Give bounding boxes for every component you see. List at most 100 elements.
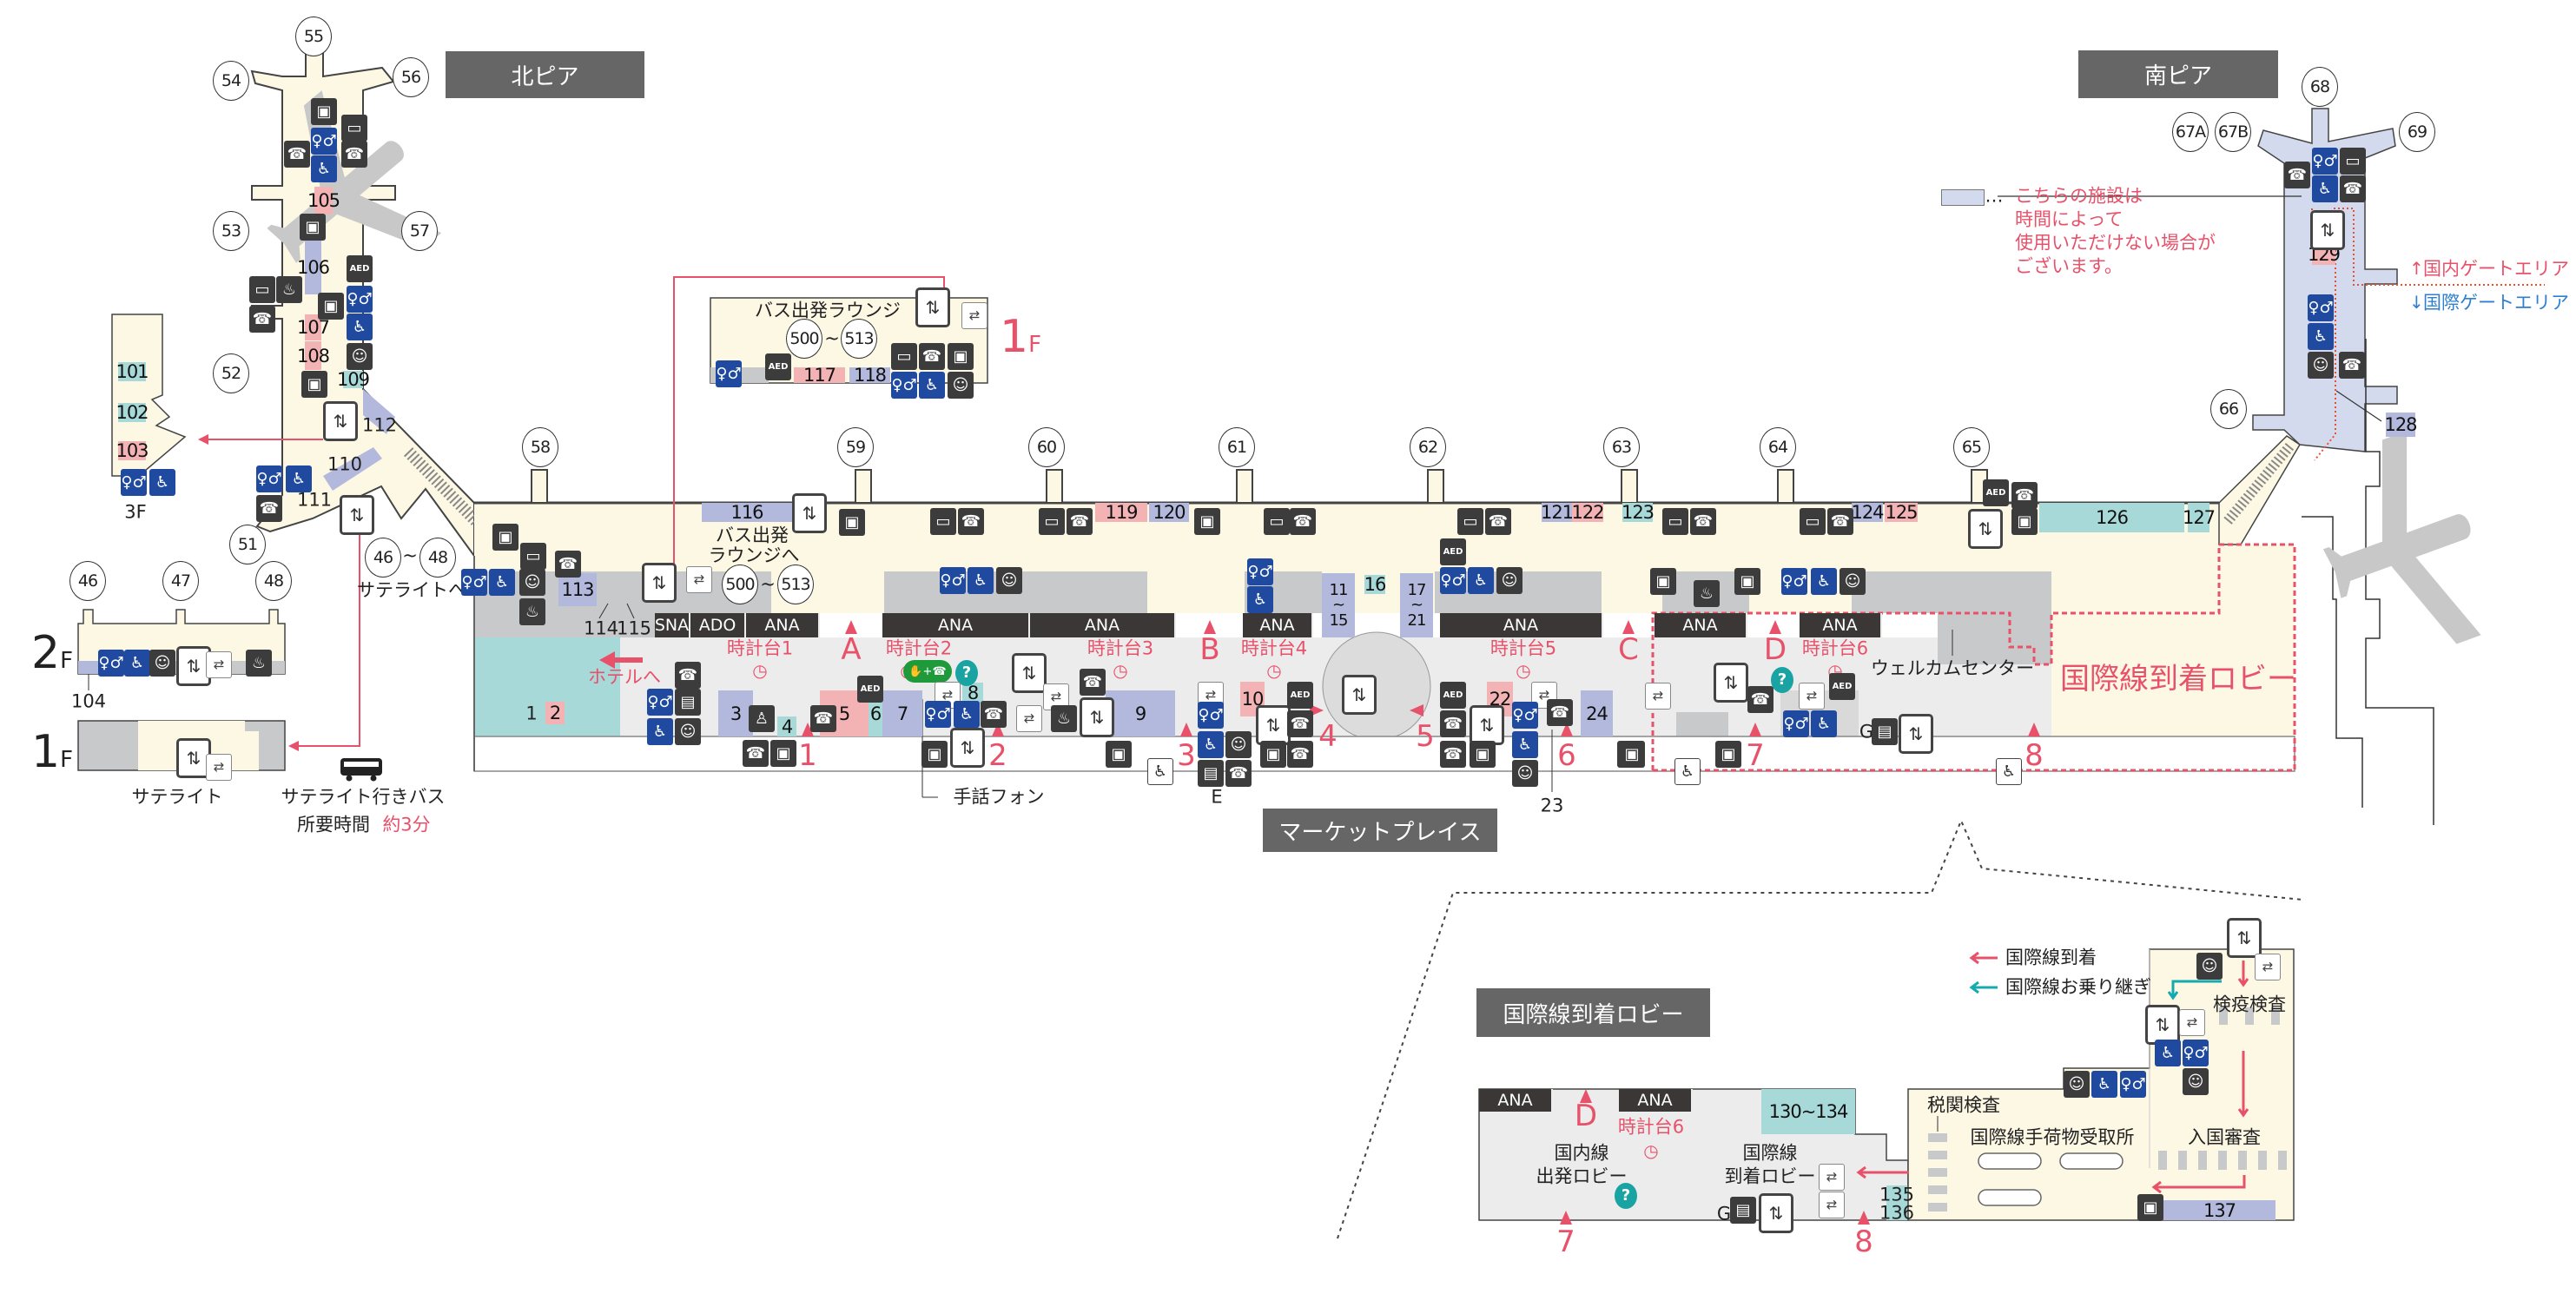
elevator-icon[interactable]: ⇅ bbox=[1968, 509, 2003, 549]
baggage-cart-icon[interactable]: ▣ bbox=[1619, 741, 1645, 768]
toilet-icon[interactable]: ♀♂ bbox=[2120, 1071, 2146, 1098]
phone-icon[interactable]: ☎ bbox=[1485, 508, 1511, 535]
phone-icon[interactable]: ☎ bbox=[1067, 508, 1093, 535]
phone-icon[interactable]: ☎ bbox=[555, 551, 581, 578]
info-icon[interactable]: ? bbox=[1771, 667, 1793, 693]
gate-g57[interactable]: 57 bbox=[401, 211, 438, 251]
gate-s47[interactable]: 47 bbox=[162, 561, 199, 601]
gate-g69[interactable]: 69 bbox=[2399, 112, 2435, 152]
wheelchair-toilet-icon[interactable]: ♿ bbox=[2308, 323, 2334, 350]
baggage-cart-icon[interactable]: ▣ bbox=[1470, 741, 1496, 768]
phone-icon[interactable]: ☎ bbox=[1827, 508, 1853, 535]
airline-counter-ana[interactable]: ANA bbox=[1479, 1089, 1553, 1112]
gate-g67a[interactable]: 67A bbox=[2172, 112, 2209, 152]
aed-icon[interactable]: AED bbox=[1287, 682, 1313, 709]
gate-g53[interactable]: 53 bbox=[213, 211, 249, 251]
baggage-cart-icon[interactable]: ▣ bbox=[1650, 568, 1676, 595]
phone-icon[interactable]: ☎ bbox=[2011, 482, 2038, 509]
wheelchair-toilet-icon[interactable]: ♿ bbox=[1247, 586, 1273, 613]
accessible-entrance-icon[interactable]: ♿ bbox=[1996, 758, 2022, 785]
toilet-icon[interactable]: ♀♂ bbox=[1440, 567, 1466, 594]
smoking-room-icon[interactable]: ♨ bbox=[1051, 705, 1077, 732]
smoking-room-icon[interactable]: ♨ bbox=[246, 650, 272, 677]
escalator-icon[interactable]: ⇄ bbox=[961, 302, 987, 329]
sign-language-phone-icon[interactable]: ✋+☎ bbox=[903, 660, 952, 683]
elevator-icon[interactable]: ⇅ bbox=[1080, 697, 1114, 737]
phone-icon[interactable]: ☎ bbox=[284, 141, 310, 168]
phone-icon[interactable]: ☎ bbox=[1225, 760, 1252, 787]
baggage-cart-icon[interactable]: ▣ bbox=[300, 214, 326, 241]
baby-care-icon[interactable]: ☺ bbox=[2064, 1071, 2090, 1098]
airline-counter-ana[interactable]: ANA bbox=[1800, 613, 1882, 637]
internet-pc-icon[interactable]: ▭ bbox=[249, 276, 275, 303]
phone-icon[interactable]: ☎ bbox=[256, 495, 282, 522]
toilet-icon[interactable]: ♀♂ bbox=[1198, 702, 1224, 729]
airline-counter-ana[interactable]: ANA bbox=[1655, 613, 1747, 637]
airline-counter-ana[interactable]: ANA bbox=[882, 613, 1030, 637]
toilet-icon[interactable]: ♀♂ bbox=[940, 567, 966, 594]
elevator-icon[interactable]: ⇅ bbox=[2145, 1005, 2180, 1045]
baggage-cart-icon[interactable]: ▣ bbox=[1734, 568, 1760, 595]
wheelchair-toilet-icon[interactable]: ♿ bbox=[149, 469, 175, 496]
gate-g64[interactable]: 64 bbox=[1760, 427, 1796, 467]
aed-icon[interactable]: AED bbox=[1440, 538, 1466, 565]
gate-g63[interactable]: 63 bbox=[1603, 427, 1640, 467]
gate-g59[interactable]: 59 bbox=[837, 427, 874, 467]
internet-pc-icon[interactable]: ▭ bbox=[520, 543, 546, 570]
smoking-room-icon[interactable]: ♨ bbox=[1694, 580, 1720, 607]
wheelchair-toilet-icon[interactable]: ♿ bbox=[2155, 1040, 2181, 1066]
toilet-icon[interactable]: ♀♂ bbox=[1781, 568, 1807, 595]
phone-icon[interactable]: ☎ bbox=[249, 306, 275, 333]
elevator-icon[interactable]: ⇅ bbox=[1470, 705, 1504, 745]
aed-icon[interactable]: AED bbox=[347, 255, 373, 282]
information-staff-icon[interactable]: ♙ bbox=[749, 705, 775, 732]
wheelchair-toilet-icon[interactable]: ♿ bbox=[919, 372, 945, 399]
phone-icon[interactable]: ☎ bbox=[1080, 669, 1106, 696]
toilet-icon[interactable]: ♀♂ bbox=[347, 286, 373, 313]
accessible-entrance-icon[interactable]: ♿ bbox=[1674, 758, 1701, 785]
gate-g54[interactable]: 54 bbox=[213, 61, 249, 101]
gate-bus513[interactable]: 513 bbox=[777, 564, 814, 604]
elevator-icon[interactable]: ⇅ bbox=[1714, 663, 1748, 703]
baggage-cart-icon[interactable]: ▣ bbox=[1106, 741, 1132, 768]
phone-icon[interactable]: ☎ bbox=[1747, 686, 1773, 713]
baby-care-icon[interactable]: ☺ bbox=[2308, 352, 2334, 379]
phone-icon[interactable]: ☎ bbox=[919, 343, 945, 370]
gate-g68[interactable]: 68 bbox=[2302, 67, 2338, 107]
gate-bus500[interactable]: 500 bbox=[722, 564, 758, 604]
toilet-icon[interactable]: ♀♂ bbox=[2308, 294, 2334, 321]
gate-g58[interactable]: 58 bbox=[522, 427, 558, 467]
baggage-cart-icon[interactable]: ▣ bbox=[770, 740, 796, 767]
aed-icon[interactable]: AED bbox=[765, 353, 791, 380]
phone-icon[interactable]: ☎ bbox=[1547, 699, 1573, 726]
airline-counter-ana[interactable]: ANA bbox=[1619, 1089, 1693, 1112]
internet-pc-icon[interactable]: ▭ bbox=[1264, 508, 1290, 535]
internet-pc-icon[interactable]: ▭ bbox=[1039, 508, 1065, 535]
gate-r46[interactable]: 46 bbox=[365, 538, 401, 578]
aed-icon[interactable]: AED bbox=[1829, 673, 1855, 700]
phone-icon[interactable]: ☎ bbox=[1690, 508, 1716, 535]
phone-icon[interactable]: ☎ bbox=[675, 662, 701, 689]
toilet-icon[interactable]: ♀♂ bbox=[98, 650, 124, 677]
toilet-icon[interactable]: ♀♂ bbox=[1512, 702, 1538, 729]
toilet-icon[interactable]: ♀♂ bbox=[311, 128, 337, 155]
escalator-icon[interactable]: ⇄ bbox=[206, 754, 232, 781]
wheelchair-toilet-icon[interactable]: ♿ bbox=[968, 567, 994, 594]
gate-g66[interactable]: 66 bbox=[2210, 389, 2247, 429]
elevator-icon[interactable]: ⇅ bbox=[340, 495, 374, 535]
elevator-icon[interactable]: ⇅ bbox=[915, 287, 950, 327]
airline-counter-ana[interactable]: ANA bbox=[1243, 613, 1313, 637]
toilet-icon[interactable]: ♀♂ bbox=[2312, 148, 2338, 175]
aed-icon[interactable]: AED bbox=[1440, 682, 1466, 709]
baby-care-icon[interactable]: ☺ bbox=[948, 372, 974, 399]
internet-pc-icon[interactable]: ▭ bbox=[891, 343, 917, 370]
wheelchair-toilet-icon[interactable]: ♿ bbox=[286, 465, 312, 492]
baby-care-icon[interactable]: ☺ bbox=[149, 650, 175, 677]
toilet-icon[interactable]: ♀♂ bbox=[925, 701, 951, 728]
phone-icon[interactable]: ☎ bbox=[341, 141, 367, 168]
baby-care-icon[interactable]: ☺ bbox=[2196, 953, 2223, 980]
gate-g62[interactable]: 62 bbox=[1410, 427, 1446, 467]
baggage-cart-icon[interactable]: ▣ bbox=[492, 524, 519, 551]
wheelchair-toilet-icon[interactable]: ♿ bbox=[1512, 731, 1538, 758]
wheelchair-toilet-icon[interactable]: ♿ bbox=[1811, 710, 1837, 737]
